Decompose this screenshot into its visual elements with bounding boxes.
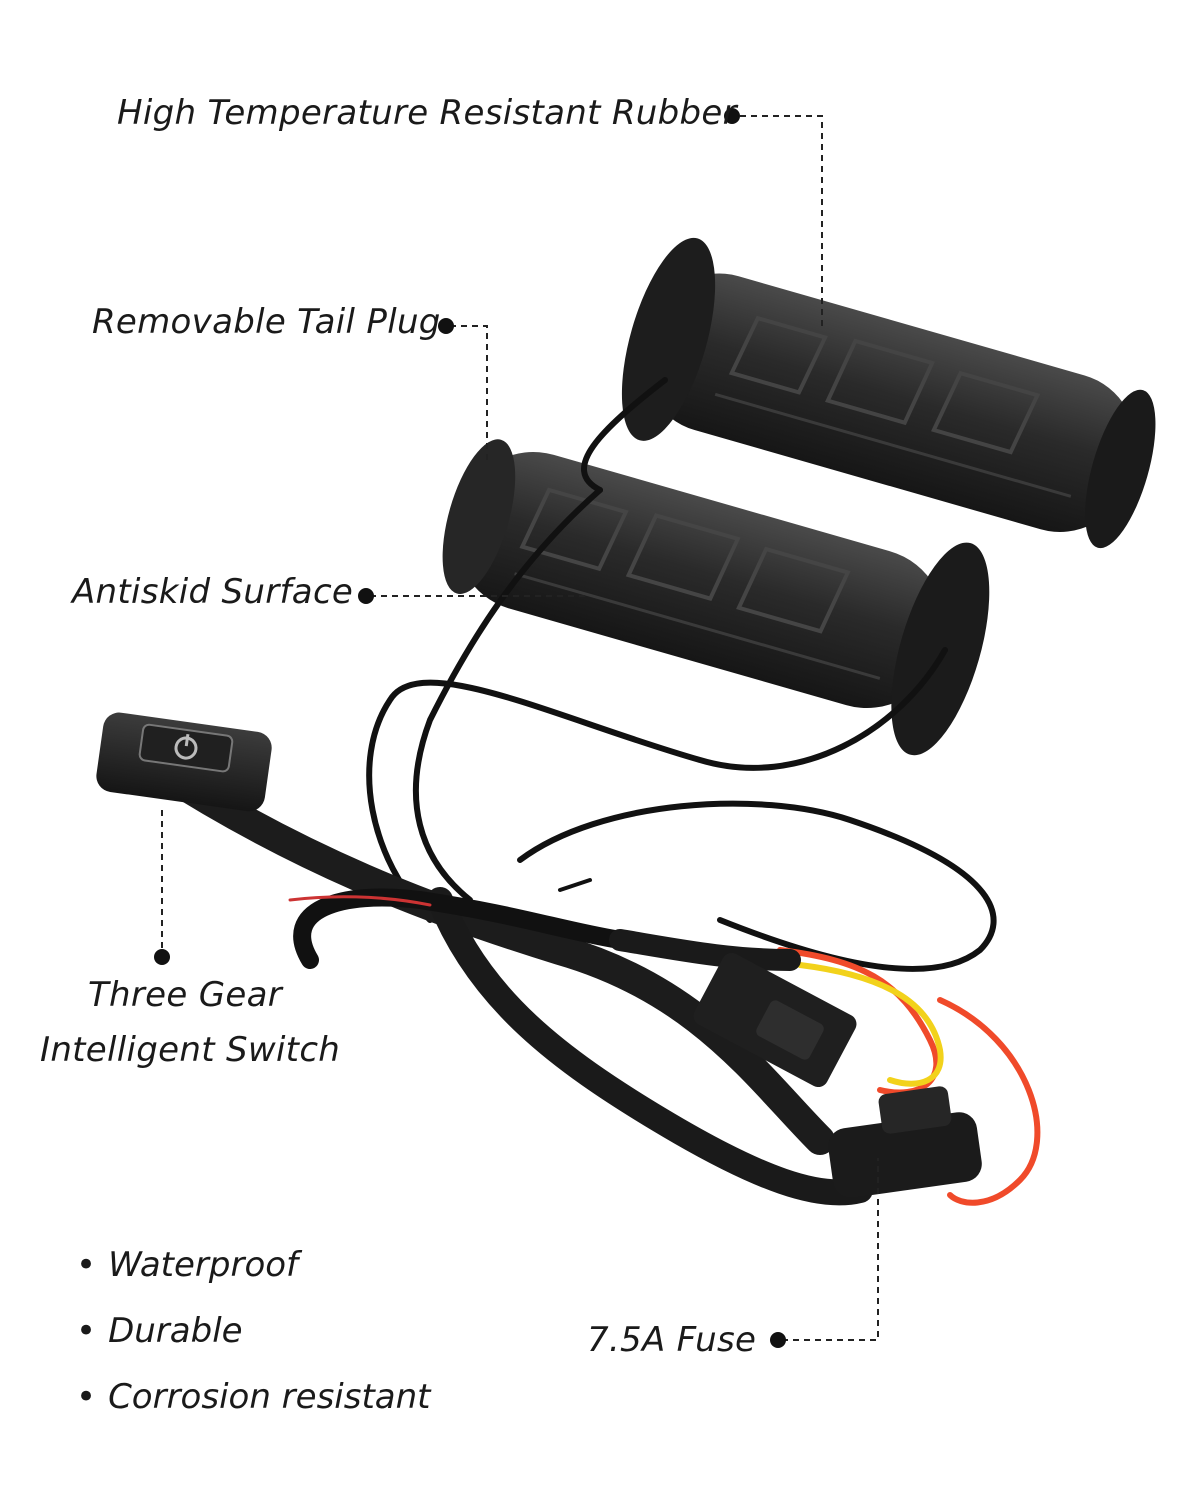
bullet-dot: • <box>76 1377 97 1417</box>
leader-dots <box>154 108 786 1348</box>
connector <box>693 952 857 1088</box>
feature-item: • Durable <box>76 1314 243 1348</box>
feature-label: Corrosion resistant <box>108 1377 431 1417</box>
cable-harness <box>145 377 1041 1206</box>
feature-label: Durable <box>108 1311 243 1351</box>
bullet-dot: • <box>76 1245 97 1285</box>
feature-item: • Waterproof <box>76 1248 298 1282</box>
feature-label: Waterproof <box>108 1245 299 1285</box>
callout-switch-line1: Three Gear <box>87 975 283 1015</box>
callout-switch-line2: Intelligent Switch <box>40 1030 341 1070</box>
bullet-dot: • <box>76 1311 97 1351</box>
leader-lines <box>161 115 879 1341</box>
front-grip <box>442 439 990 756</box>
callout-antiskid: Antiskid Surface <box>72 572 354 612</box>
callout-tail-plug: Removable Tail Plug <box>92 302 441 342</box>
rear-grip <box>621 237 1156 549</box>
callout-fuse: 7.5A Fuse <box>587 1320 757 1360</box>
three-gear-switch <box>96 712 272 812</box>
callout-rubber: High Temperature Resistant Rubber <box>117 93 737 133</box>
fuse-holder <box>828 1086 982 1198</box>
feature-item: • Corrosion resistant <box>76 1380 431 1414</box>
